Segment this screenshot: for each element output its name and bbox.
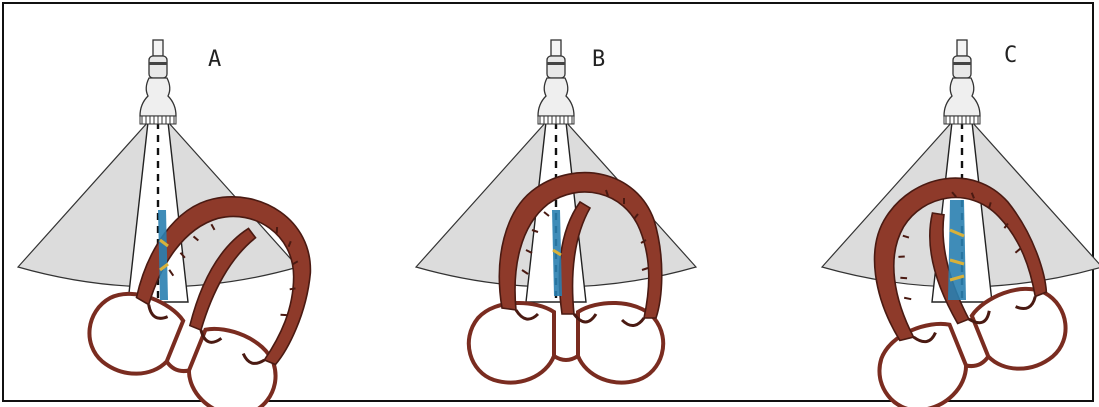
panel-label-c: C: [1004, 43, 1017, 68]
panel-a: A: [18, 40, 337, 407]
panel-label-b: B: [592, 47, 605, 72]
probe-b-icon: [538, 40, 574, 124]
panel-b: B: [416, 40, 696, 383]
doppler-jet-c: [948, 200, 966, 300]
probe-c-icon: [944, 40, 980, 124]
heart-c: [818, 155, 1077, 407]
probe-a-icon: [140, 40, 176, 124]
panel-c: C: [818, 40, 1099, 407]
panel-label-a: A: [208, 47, 221, 72]
